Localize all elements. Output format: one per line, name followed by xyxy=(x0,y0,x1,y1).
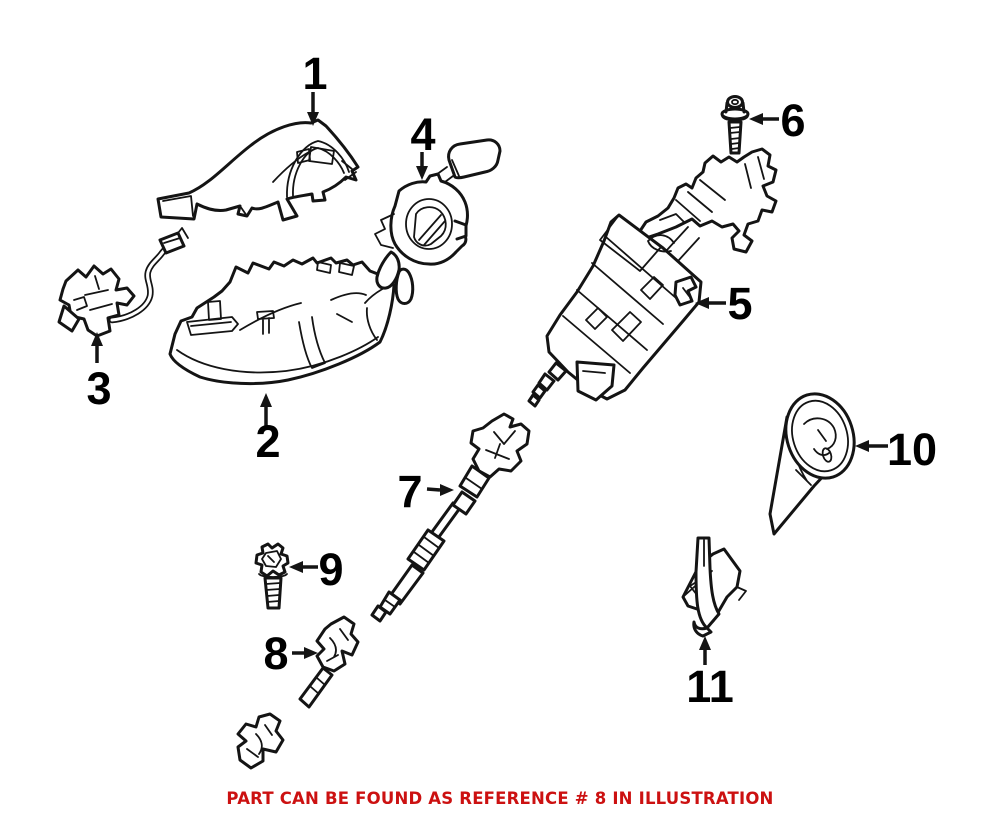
callout-arrow-1 xyxy=(307,92,319,126)
callout-number-7: 7 xyxy=(397,466,422,517)
callout-arrow-6 xyxy=(749,113,779,125)
part-1-upper-shroud-drawing xyxy=(156,118,360,222)
callout-number-6: 6 xyxy=(780,95,805,146)
callout-arrow-11 xyxy=(699,636,711,665)
callout-number-4: 4 xyxy=(410,109,435,160)
part-5-column-assembly-drawing xyxy=(527,147,778,408)
callout-arrow-3 xyxy=(91,332,103,363)
callout-number-5: 5 xyxy=(727,278,752,329)
callout-number-1: 1 xyxy=(302,48,327,99)
part-6-bolt-drawing xyxy=(720,95,750,155)
part-11-clip-drawing xyxy=(681,536,747,638)
callout-arrow-10 xyxy=(855,440,888,452)
part-3-bracket-wiring-drawing xyxy=(57,227,189,338)
callout-number-11: 11 xyxy=(686,661,734,712)
callout-arrow-9 xyxy=(289,561,318,573)
callout-number-2: 2 xyxy=(255,416,280,467)
callout-number-9: 9 xyxy=(318,544,343,595)
callout-number-3: 3 xyxy=(86,363,111,414)
callout-number-8: 8 xyxy=(263,628,288,679)
reference-caption: PART CAN BE FOUND AS REFERENCE # 8 IN IL… xyxy=(226,789,774,808)
callout-arrow-7 xyxy=(426,484,454,496)
part-7-steering-shaft-drawing xyxy=(370,412,531,623)
part-10-seal-drawing xyxy=(768,392,856,536)
callout-arrow-4 xyxy=(416,152,428,180)
callout-arrow-5 xyxy=(695,297,726,309)
part-9-bolt-drawing xyxy=(254,542,290,610)
callout-number-10: 10 xyxy=(887,424,937,475)
callout-arrow-8 xyxy=(292,647,318,659)
callout-arrow-2 xyxy=(260,393,272,429)
part-2-lower-shroud-drawing xyxy=(168,256,396,386)
part-4-switch-unit-drawing xyxy=(374,138,502,305)
part-8-intermediate-shaft-drawing xyxy=(236,615,360,770)
